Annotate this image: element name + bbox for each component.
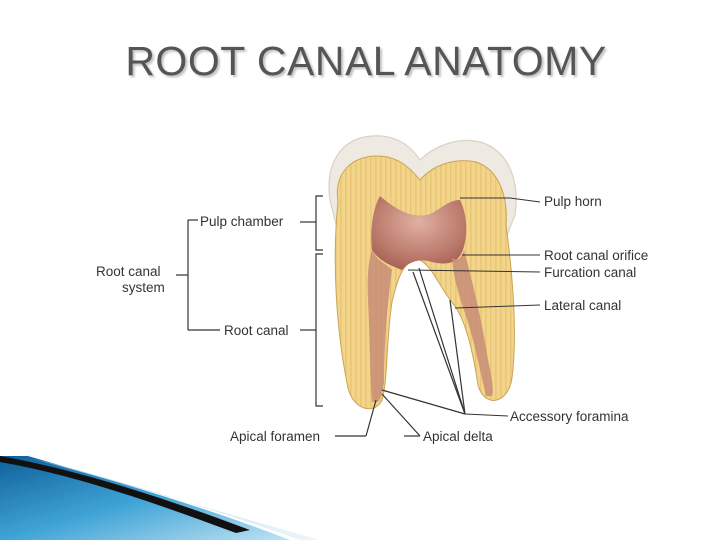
label-pulp-chamber: Pulp chamber (200, 214, 284, 229)
label-furcation-canal: Furcation canal (544, 265, 636, 280)
label-root-canal-orifice: Root canal orifice (544, 248, 648, 263)
label-accessory-foramina: Accessory foramina (510, 409, 629, 424)
label-root-canal-system-1: Root canal (96, 264, 161, 279)
label-lateral-canal: Lateral canal (544, 298, 621, 313)
label-pulp-horn: Pulp horn (544, 194, 602, 209)
label-root-canal-system-2: system (122, 280, 165, 295)
decorative-swoosh (0, 456, 320, 540)
label-apical-foramen: Apical foramen (230, 429, 320, 444)
label-root-canal: Root canal (224, 323, 289, 338)
label-apical-delta: Apical delta (423, 429, 493, 444)
